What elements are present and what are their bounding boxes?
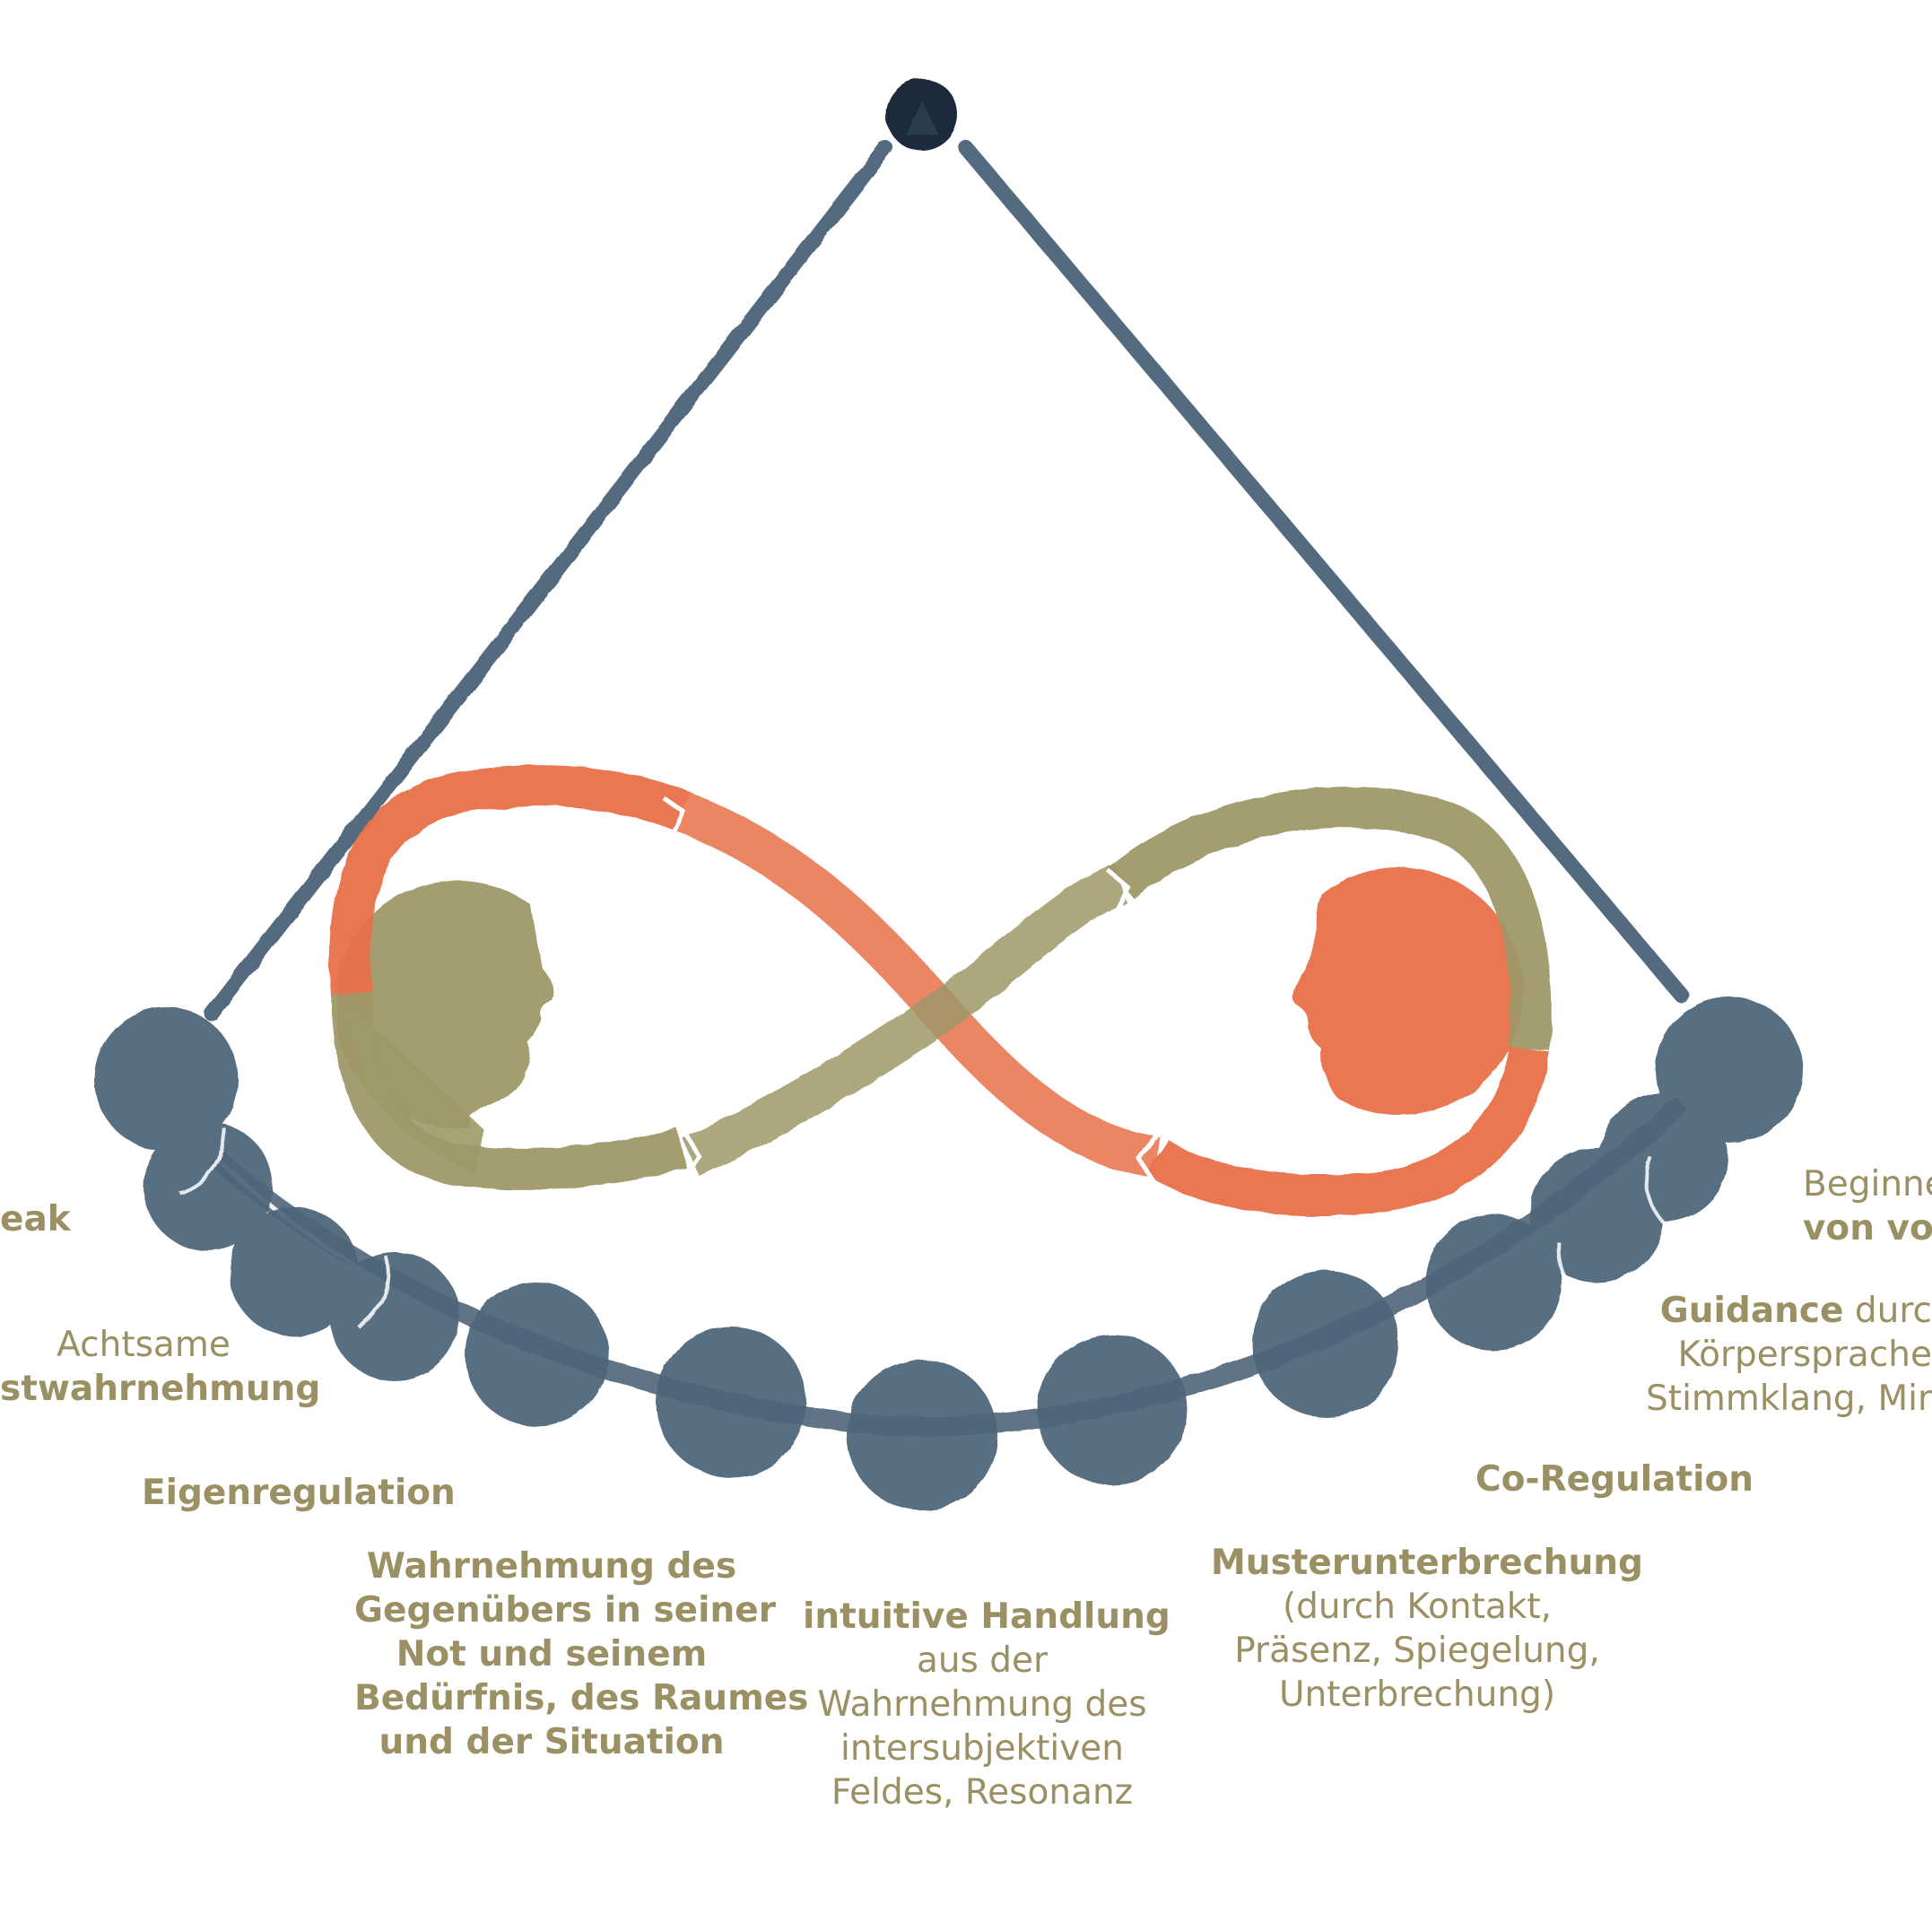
label-intuitive-action-line3: intersubjektiven <box>840 1728 1124 1769</box>
label-perceiving-other-line5: und der Situation <box>379 1722 725 1762</box>
label-pattern-interrupt-line1: (durch Kontakt, <box>1282 1587 1553 1627</box>
bead <box>465 1283 608 1426</box>
label-self-perception-line1: Achtsame <box>57 1325 231 1365</box>
bead <box>144 1122 273 1251</box>
string-right <box>958 140 1690 1004</box>
label-beginning-line2: von vor <box>1803 1208 1932 1248</box>
label-guidance-rest: durc <box>1843 1291 1932 1331</box>
string-left <box>204 140 893 1022</box>
label-pattern-interrupt-line3: Unterbrechung) <box>1278 1674 1556 1715</box>
label-intuitive-action-title: intuitive Handlung <box>803 1596 1171 1637</box>
bead <box>94 1007 238 1151</box>
label-pattern-interrupt-line2: Präsenz, Spiegelung, <box>1234 1631 1600 1671</box>
infinity-lemniscate-with-arrows-icon <box>329 765 1552 1217</box>
label-perceiving-other-line4: Bedürfnis, des Raumes <box>354 1678 809 1718</box>
label-beginning: Beginne von vor <box>1803 1162 1932 1250</box>
label-guidance-bold: Guidance <box>1659 1291 1844 1331</box>
label-self-regulation: Eigenregulation <box>142 1473 456 1513</box>
pendulum-bead-arc-icon <box>94 996 1803 1510</box>
label-intuitive-action: intuitive Handlung aus der Wahrnehmung d… <box>803 1595 1171 1814</box>
label-pattern-interrupt-title: Musterunterbrechung <box>1211 1543 1643 1583</box>
bead <box>656 1326 806 1477</box>
label-guidance-line3: Stimmklang, Mir <box>1646 1379 1932 1419</box>
label-perceiving-other-line3: Not und seinem <box>396 1634 708 1674</box>
right-face-icon <box>1292 867 1523 1115</box>
label-self-perception: Achtsame stwahrnehmung <box>0 1323 321 1411</box>
dark-pendulum-pivot-icon <box>886 79 958 151</box>
label-co-regulation: Co-Regulation <box>1475 1459 1754 1500</box>
label-break-left: eak <box>0 1199 71 1239</box>
bead <box>230 1207 359 1336</box>
label-perceiving-other-line2: Gegenübers in seiner <box>354 1590 776 1631</box>
label-self-perception-line2: stwahrnehmung <box>0 1369 321 1409</box>
bead <box>1252 1270 1399 1417</box>
bead <box>847 1360 997 1510</box>
label-intuitive-action-line2: Wahrnehmung des <box>817 1684 1147 1725</box>
label-guidance: Guidance durc Körpersprache Stimmklang, … <box>1646 1289 1932 1421</box>
pendulum-strings <box>204 140 1690 1022</box>
label-intuitive-action-line1: aus der <box>916 1640 1049 1681</box>
label-beginning-line1: Beginne <box>1803 1164 1932 1205</box>
bead <box>1656 996 1803 1144</box>
label-guidance-line2: Körpersprache <box>1677 1335 1932 1375</box>
label-intuitive-action-line4: Feldes, Resonanz <box>831 1772 1134 1813</box>
bead <box>1425 1214 1562 1351</box>
label-perceiving-other: Wahrnehmung des Gegenübers in seiner Not… <box>354 1544 809 1764</box>
label-perceiving-other-line1: Wahrnehmung des <box>366 1546 737 1587</box>
label-pattern-interrupt: Musterunterbrechung (durch Kontakt, Präs… <box>1211 1541 1643 1717</box>
bead <box>1037 1335 1188 1485</box>
bead <box>330 1252 459 1381</box>
